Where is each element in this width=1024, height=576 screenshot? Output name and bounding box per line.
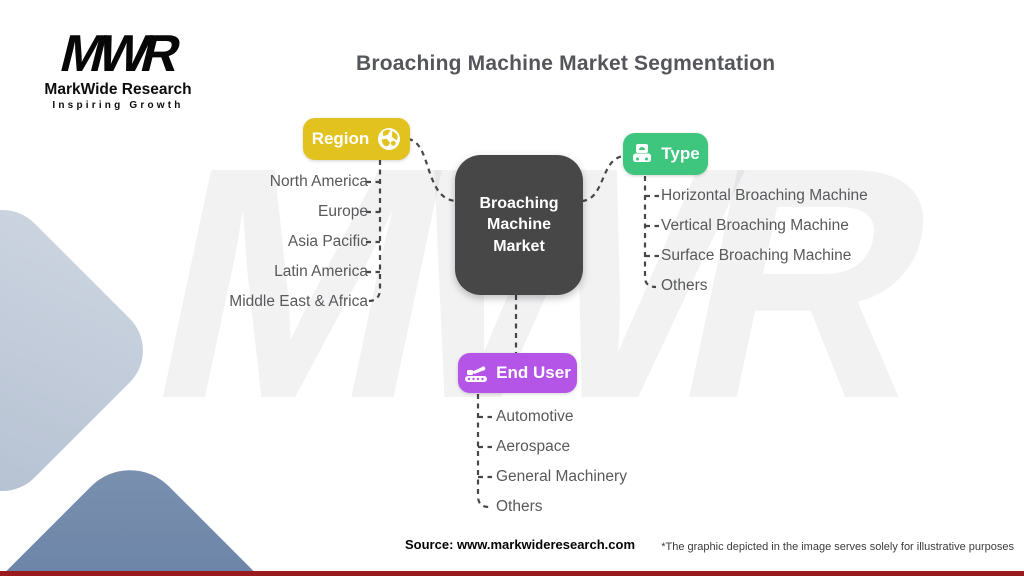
region-item: Latin America (274, 263, 368, 280)
region-item: Asia Pacific (287, 233, 368, 250)
source-note: Source: www.markwideresearch.com (405, 537, 636, 552)
connector-center-to-type (581, 154, 626, 203)
end-user-item: Others (496, 498, 543, 515)
connector-region-to-center (407, 137, 457, 203)
type-item: Vertical Broaching Machine (661, 217, 849, 234)
region-branch-line (367, 160, 382, 303)
type-item: Horizontal Broaching Machine (661, 187, 868, 204)
conveyor-robot-icon (464, 363, 488, 384)
branch-node-region: Region (303, 118, 410, 160)
logo-monogram: MWR (54, 25, 182, 83)
region-item: Europe (318, 203, 368, 220)
type-item-list: Horizontal Broaching Machine Vertical Br… (661, 181, 868, 301)
branch-node-region-label: Region (311, 129, 370, 148)
disclaimer-note: *The graphic depicted in the image serve… (661, 541, 1014, 553)
branch-node-end-user: End User (458, 353, 577, 393)
center-node-broaching-machine-market: Broaching Machine Market (455, 155, 583, 295)
markwide-logo: MWR MarkWide Research Inspiring Growth (38, 25, 198, 111)
bottom-accent-bar (0, 571, 1024, 576)
type-item: Others (661, 277, 708, 294)
center-node-label: Broaching Machine Market (479, 195, 559, 255)
region-item-list: North America Europe Asia Pacific Latin … (229, 167, 368, 317)
end-user-item: Automotive (496, 408, 574, 425)
end-user-item: Aerospace (496, 438, 571, 455)
end-user-item-list: Automotive Aerospace General Machinery O… (496, 402, 627, 522)
page-title: Broaching Machine Market Segmentation (356, 52, 776, 75)
logo-name: MarkWide Research (44, 81, 192, 98)
type-branch-line (643, 176, 657, 289)
region-item: Middle East & Africa (229, 293, 368, 310)
logo-tagline: Inspiring Growth (52, 100, 184, 111)
branch-node-type-label: Type (661, 144, 700, 163)
branch-node-end-user-label: End User (496, 363, 571, 382)
broaching-machine-icon (631, 143, 653, 165)
enduser-branch-line (476, 394, 490, 509)
region-item: North America (269, 173, 368, 190)
globe-icon (377, 127, 401, 151)
branch-node-type: Type (623, 133, 708, 175)
end-user-item: General Machinery (496, 468, 627, 485)
type-item: Surface Broaching Machine (661, 247, 852, 264)
